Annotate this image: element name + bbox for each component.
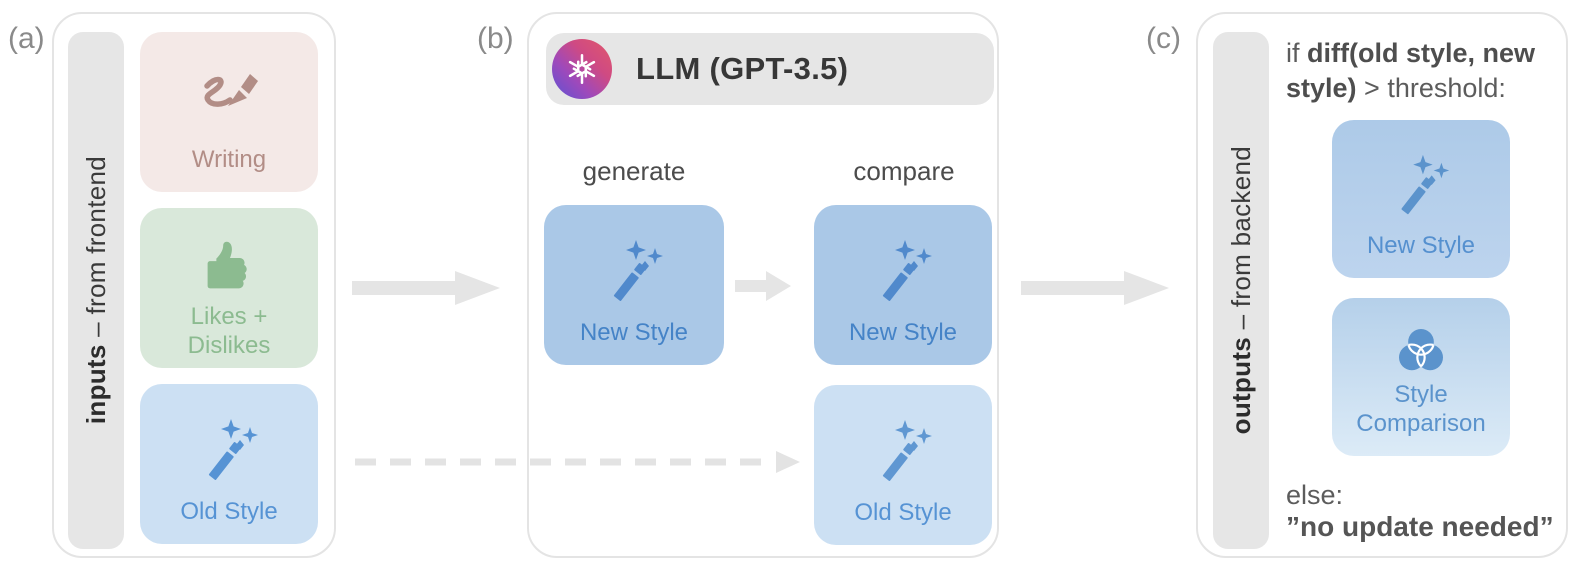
outputs-sidebar-bold: outputs — [1225, 337, 1256, 435]
compare-old-style-card: Old Style — [814, 385, 992, 545]
compare-new-style-label: New Style — [848, 318, 958, 346]
inputs-sidebar-label: inputs – from frontend — [81, 156, 112, 424]
panel-b-letter: (b) — [477, 22, 514, 55]
else-label: else: — [1286, 480, 1344, 510]
compare-column-label: compare — [853, 156, 955, 186]
outputs-sidebar-label: outputs – from backend — [1226, 146, 1257, 434]
openai-logo-icon — [552, 39, 612, 99]
generate-new-style-card: New Style — [544, 205, 724, 365]
writing-card-label: Writing — [191, 145, 267, 173]
condition-threshold: > threshold: — [1356, 73, 1506, 103]
output-new-style-label: New Style — [1366, 231, 1476, 259]
condition-if: if — [1286, 38, 1308, 68]
style-comparison-label: Style Comparison — [1356, 381, 1486, 438]
output-new-style-card: New Style — [1332, 120, 1510, 278]
old-style-input-card-label: Old Style — [180, 497, 278, 525]
inputs-sidebar: inputs – from frontend — [68, 32, 124, 549]
flow-arrow-a-to-b — [352, 268, 502, 313]
dashed-arrow-old-style — [352, 446, 804, 483]
no-update-needed-text: ”no update needed” — [1286, 511, 1554, 542]
compare-old-style-label: Old Style — [854, 498, 952, 526]
magic-wand-icon — [867, 409, 939, 498]
thumbs-up-icon — [194, 232, 264, 302]
threshold-condition: if diff(old style, new style) > threshol… — [1286, 36, 1564, 106]
magic-wand-icon — [598, 229, 670, 318]
llm-title: LLM (GPT-3.5) — [636, 51, 849, 86]
pen-writing-icon — [193, 56, 265, 145]
magic-wand-icon — [193, 408, 265, 497]
magic-wand-icon — [1386, 144, 1456, 231]
generate-column-label: generate — [582, 156, 686, 186]
outputs-sidebar-rest: – from backend — [1225, 146, 1256, 338]
style-comparison-card: Style Comparison — [1332, 298, 1510, 456]
panel-a-letter: (a) — [8, 22, 45, 55]
condition-diff-call: diff(old style, new — [1307, 38, 1536, 68]
condition-line2: style) > threshold: — [1286, 71, 1564, 106]
magic-wand-icon — [867, 229, 939, 318]
panel-c-letter: (c) — [1146, 22, 1181, 55]
panel-llm: LLM (GPT-3.5) generate compare New Style — [527, 12, 999, 558]
writing-card: Writing — [140, 32, 318, 192]
likes-dislikes-card: Likes + Dislikes — [140, 208, 318, 368]
inputs-sidebar-rest: – from frontend — [80, 156, 111, 345]
outputs-sidebar: outputs – from backend — [1213, 32, 1269, 549]
condition-line1: if diff(old style, new — [1286, 36, 1564, 71]
panel-inputs: inputs – from frontend Writing Likes + D… — [52, 12, 336, 558]
flow-arrow-generate-to-compare — [735, 268, 793, 309]
inputs-sidebar-bold: inputs — [80, 344, 111, 425]
old-style-input-card: Old Style — [140, 384, 318, 544]
condition-diff-close: style) — [1286, 73, 1357, 103]
panel-outputs: outputs – from backend if diff(old style… — [1196, 12, 1568, 558]
likes-dislikes-card-label: Likes + Dislikes — [187, 303, 271, 360]
generate-new-style-label: New Style — [579, 318, 689, 346]
compare-new-style-card: New Style — [814, 205, 992, 365]
venn-circles-icon — [1388, 322, 1454, 380]
llm-header: LLM (GPT-3.5) — [546, 33, 994, 105]
flow-arrow-b-to-c — [1021, 268, 1171, 313]
